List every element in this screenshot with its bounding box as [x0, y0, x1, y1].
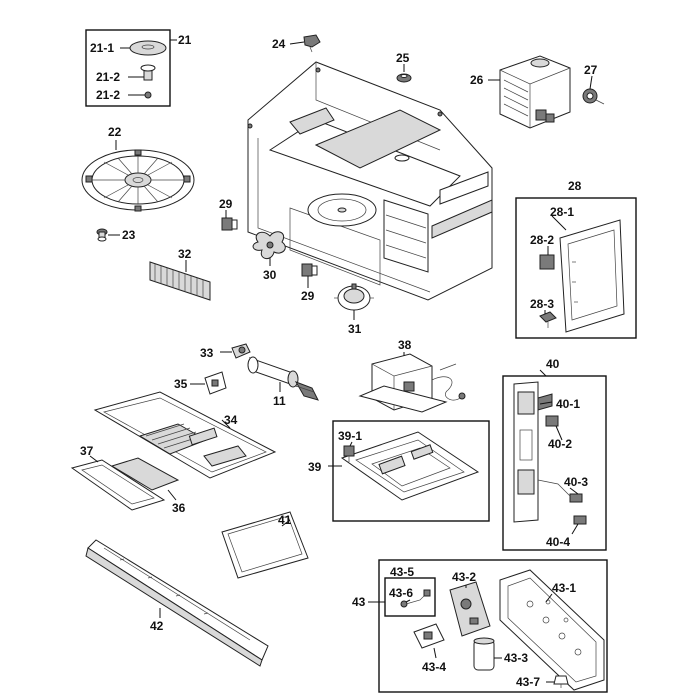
label-21-2-lower: 21-2 — [96, 88, 120, 102]
part-25-grommet — [396, 73, 412, 83]
label-39-1: 39-1 — [338, 429, 362, 443]
label-29-upper: 29 — [219, 197, 233, 211]
part-oven-cavity — [247, 61, 493, 301]
part-41-filter-pad — [221, 511, 309, 579]
part-43-4-bracket — [413, 623, 445, 649]
group-box-28 — [515, 197, 637, 339]
label-29-lower: 29 — [301, 289, 315, 303]
label-23: 23 — [122, 228, 136, 242]
part-43-7-foot — [553, 675, 569, 688]
part-43-2-pcb — [449, 581, 491, 637]
group-box-40 — [502, 375, 607, 551]
part-23-roller — [96, 228, 108, 242]
group-box-21 — [85, 29, 171, 107]
label-35: 35 — [174, 377, 188, 391]
label-21: 21 — [178, 33, 192, 47]
label-33: 33 — [200, 346, 214, 360]
label-39: 39 — [308, 460, 322, 474]
label-42: 42 — [150, 619, 164, 633]
label-26: 26 — [470, 73, 484, 87]
label-40-3: 40-3 — [564, 475, 588, 489]
label-40-4: 40-4 — [546, 535, 570, 549]
label-22: 22 — [108, 125, 122, 139]
label-34: 34 — [224, 413, 238, 427]
part-28-1-door-frame — [559, 219, 625, 333]
label-24: 24 — [272, 37, 286, 51]
label-27: 27 — [584, 63, 598, 77]
label-21-2-upper: 21-2 — [96, 70, 120, 84]
part-29-hinge-upper — [221, 217, 238, 231]
part-33-fan-bracket — [231, 343, 251, 359]
label-11: 11 — [273, 394, 286, 408]
part-40-3-switch — [537, 479, 583, 503]
label-36: 36 — [172, 501, 186, 515]
label-28: 28 — [568, 179, 582, 193]
part-24-clip — [303, 34, 321, 53]
group-box-43 — [378, 559, 608, 693]
part-30-coupler — [252, 231, 286, 259]
part-39-base-tray — [340, 431, 480, 501]
part-38-transformer — [358, 353, 466, 413]
label-43: 43 — [352, 595, 366, 609]
part-40-4-switch — [573, 515, 587, 525]
part-43-6-sensor — [400, 589, 431, 608]
part-26-magnetron — [499, 55, 571, 129]
part-43-3-capacitor — [473, 637, 495, 671]
label-43-3: 43-3 — [504, 651, 528, 665]
part-40-1-switch — [537, 393, 553, 411]
part-35-bracket — [204, 371, 227, 395]
label-40: 40 — [546, 357, 560, 371]
label-43-4: 43-4 — [422, 660, 446, 674]
part-28-3-switch — [539, 311, 557, 328]
part-21-turntable-coupler — [129, 40, 167, 99]
label-43-6: 43-6 — [389, 586, 413, 600]
group-box-39 — [332, 420, 490, 522]
label-43-5: 43-5 — [390, 565, 414, 579]
label-38: 38 — [398, 338, 412, 352]
part-39-1-fuse-holder — [343, 445, 355, 462]
part-40-2-switch — [545, 415, 559, 427]
label-28-2: 28-2 — [530, 233, 554, 247]
label-40-1: 40-1 — [556, 397, 580, 411]
part-11-fan-motor — [247, 356, 319, 401]
part-32-vent-grille — [149, 261, 211, 301]
part-31-motor — [334, 283, 374, 311]
part-28-2-switch — [539, 254, 555, 270]
group-box-43-5 — [384, 577, 436, 617]
part-27-thermostat — [582, 88, 605, 105]
label-32: 32 — [178, 247, 192, 261]
label-43-2: 43-2 — [452, 570, 476, 584]
label-41: 41 — [278, 513, 292, 527]
part-42-front-trim — [85, 539, 269, 667]
label-30: 30 — [263, 268, 277, 282]
label-28-3: 28-3 — [530, 297, 554, 311]
label-37: 37 — [80, 444, 94, 458]
label-40-2: 40-2 — [548, 437, 572, 451]
part-34-base-plate — [93, 391, 277, 479]
part-22-roller-ring — [81, 149, 195, 212]
label-43-1: 43-1 — [552, 581, 576, 595]
label-31: 31 — [348, 322, 362, 336]
part-43-1-control-panel — [499, 569, 605, 691]
label-25: 25 — [396, 51, 410, 65]
part-37-frame — [70, 459, 166, 511]
part-40-latch-board — [513, 381, 539, 523]
label-28-1: 28-1 — [550, 205, 574, 219]
part-29-hinge-lower — [301, 263, 318, 277]
label-21-1: 21-1 — [90, 41, 114, 55]
part-36-filter — [110, 457, 180, 491]
label-43-7: 43-7 — [516, 675, 540, 689]
